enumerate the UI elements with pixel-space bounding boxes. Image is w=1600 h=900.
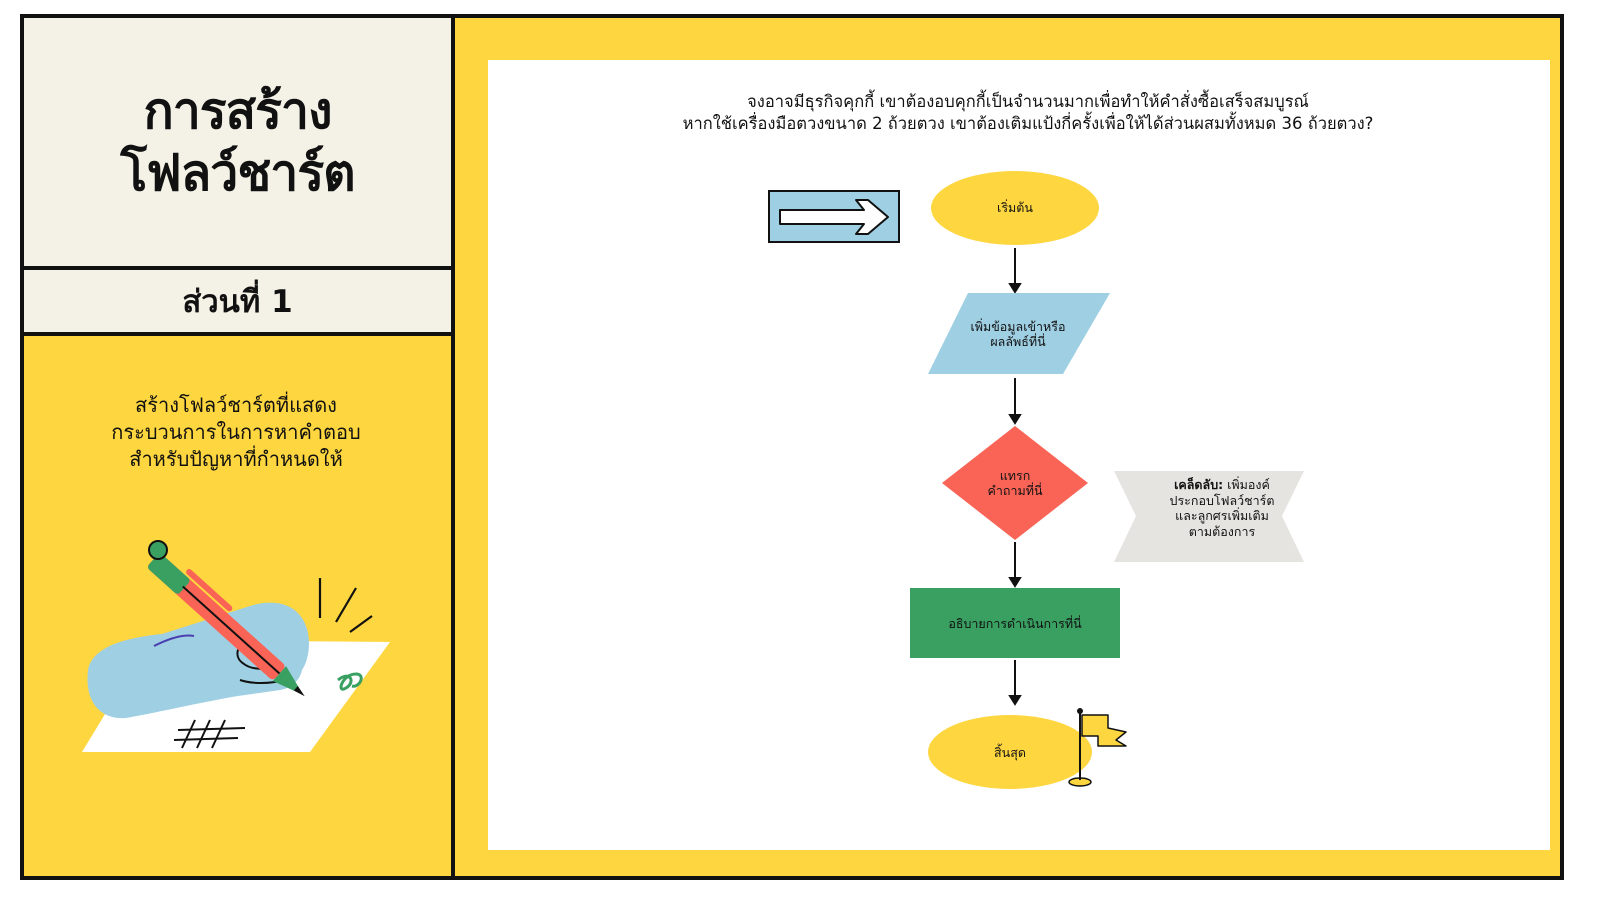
decision-diamond bbox=[942, 426, 1088, 540]
flowchart-diagram bbox=[768, 171, 1304, 789]
hand-writing-illustration bbox=[82, 540, 390, 752]
flowchart-canvas: จงอาจมีธุรกิจคุกกี้ เขาต้องอบคุกกี้เป็นจ… bbox=[488, 60, 1550, 850]
start-terminal bbox=[931, 171, 1099, 245]
process-box bbox=[910, 588, 1120, 658]
title-panel: การสร้าง โฟลว์ชาร์ต bbox=[24, 18, 451, 270]
problem-question: จงอาจมีธุรกิจคุกกี้ เขาต้องอบคุกกี้เป็นจ… bbox=[682, 92, 1374, 133]
tip-bold-label: เคล็ดลับ: bbox=[1174, 477, 1224, 492]
section-label: ส่วนที่ 1 bbox=[182, 284, 293, 320]
hand-shape bbox=[87, 602, 309, 719]
hash-marks bbox=[173, 719, 246, 749]
input-label: เพิ่มข้อมูลเข้าหรือ ผลลัพธ์ที่นี่ bbox=[970, 319, 1066, 349]
motion-lines bbox=[318, 578, 373, 633]
pen-shape bbox=[148, 553, 305, 697]
section-panel: ส่วนที่ 1 bbox=[24, 270, 451, 336]
connector-arrows bbox=[1008, 248, 1022, 706]
arrow-right-icon bbox=[768, 190, 900, 243]
tip-text: เคล็ดลับ: เพิ่มองค์ ประกอบโฟลว์ชาร์ต และ… bbox=[1136, 477, 1308, 539]
page-title: การสร้าง โฟลว์ชาร์ต bbox=[120, 82, 355, 202]
task-description: สร้างโฟลว์ชาร์ตที่แสดง กระบวนการในการหาค… bbox=[111, 393, 361, 471]
tip-body: เพิ่มองค์ ประกอบโฟลว์ชาร์ต และลูกศรเพิ่ม… bbox=[1169, 477, 1275, 539]
tip-banner bbox=[1114, 471, 1304, 562]
start-label: เริ่มต้น bbox=[997, 200, 1033, 215]
squiggle-mark bbox=[337, 672, 363, 691]
end-terminal bbox=[928, 715, 1092, 789]
input-parallelogram bbox=[928, 293, 1110, 374]
left-column bbox=[20, 14, 455, 880]
process-label: อธิบายการดำเนินการที่นี่ bbox=[948, 616, 1082, 631]
flag-icon bbox=[1068, 708, 1127, 787]
end-label: สิ้นสุด bbox=[994, 745, 1026, 760]
decision-label: แทรก คำถามที่นี่ bbox=[987, 468, 1043, 498]
